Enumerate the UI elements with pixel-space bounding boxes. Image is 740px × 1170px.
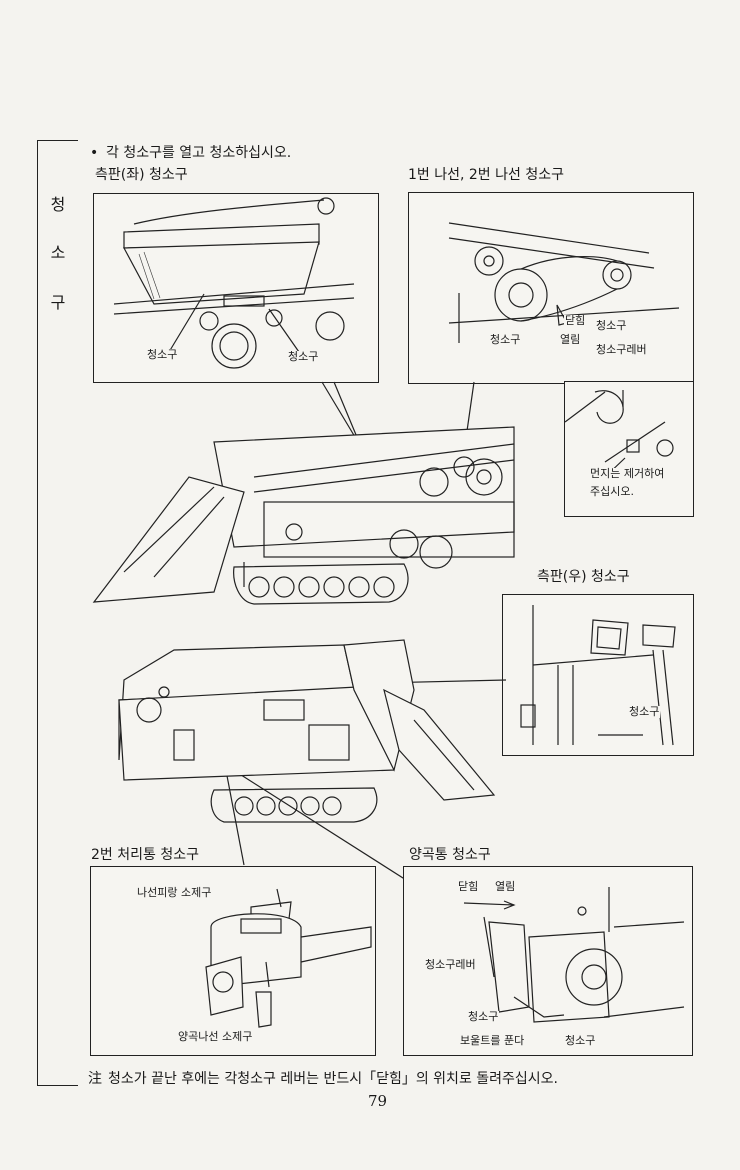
second-tank-title: 2번 처리통 청소구: [91, 847, 199, 863]
second-tank-label-bottom: 양곡나선 소제구: [177, 1030, 254, 1044]
dust-note-line1: 먼지는 제거하여: [589, 467, 666, 481]
dust-detail-drawing: [565, 390, 674, 478]
grain-tank-label-open: 열림: [494, 880, 517, 894]
spiral-label-open: 열림: [559, 333, 582, 347]
right-side-drawing: [520, 605, 676, 746]
right-side-title: 측판(우) 청소구: [537, 569, 630, 585]
spiral-label-cleaner-b: 청소구: [595, 319, 628, 333]
right-side-diagram: 청소구: [502, 594, 694, 756]
right-side-label-a: 청소구: [628, 705, 661, 719]
sidebar: 청 소 구: [37, 140, 78, 1086]
grain-tank-label-cleaner-b: 청소구: [564, 1034, 597, 1048]
grain-tank-label-bolt: 보울트를 푼다: [459, 1034, 526, 1048]
dust-note-line2: 주십시오.: [589, 485, 635, 499]
grain-tank-label-close: 닫힘: [457, 880, 480, 894]
left-side-label-a: 청소구: [146, 348, 179, 362]
grain-tank-drawing: [463, 887, 685, 1023]
spiral-title: 1번 나선, 2번 나선 청소구: [408, 167, 564, 183]
second-tank-label-top: 나선피랑 소제구: [136, 886, 213, 900]
page-number: 79: [368, 1092, 388, 1110]
spiral-drawing: [448, 222, 680, 343]
grain-tank-label-cleaner-a: 청소구: [467, 1010, 500, 1024]
sidebar-char-1: 청: [50, 195, 66, 214]
sidebar-char-3: 구: [50, 293, 66, 312]
left-side-title: 측판(좌) 청소구: [95, 167, 188, 183]
left-side-drawing: [113, 197, 355, 369]
spiral-label-lever: 청소구레버: [595, 343, 648, 357]
combine-right-view: [118, 639, 507, 886]
grain-tank-diagram: 닫힘 열림 청소구레버 청소구 보울트를 푼다 청소구: [403, 866, 693, 1056]
grain-tank-label-lever: 청소구레버: [424, 958, 477, 972]
left-side-label-b: 청소구: [287, 350, 320, 364]
spiral-label-cleaner-a: 청소구: [489, 333, 522, 347]
left-side-diagram: 청소구 청소구: [93, 193, 379, 383]
intro-bullet: •: [90, 145, 99, 161]
combine-left-view: [92, 381, 515, 605]
footer-note-mark: 注: [88, 1071, 102, 1087]
grain-tank-title: 양곡통 청소구: [409, 847, 491, 863]
intro-text: 각 청소구를 열고 청소하십시오.: [106, 145, 292, 161]
sidebar-char-2: 소: [50, 243, 66, 262]
second-tank-drawing: [205, 888, 372, 1028]
footer-note-text: 청소가 끝난 후에는 각청소구 레버는 반드시「닫힘」의 위치로 돌려주십시오.: [108, 1071, 558, 1087]
spiral-diagram: 닫힘 청소구 청소구 열림 청소구레버: [408, 192, 694, 384]
spiral-label-close: 닫힘: [564, 314, 587, 328]
dust-detail-diagram: 먼지는 제거하여 주십시오.: [564, 381, 694, 517]
second-tank-diagram: 나선피랑 소제구 양곡나선 소제구: [90, 866, 376, 1056]
